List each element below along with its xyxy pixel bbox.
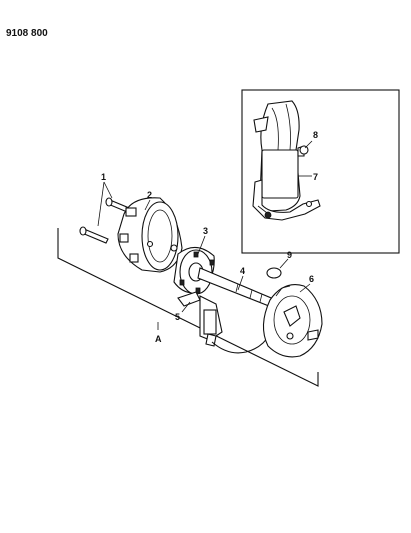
pickup-sensor [177,291,271,354]
leader-9 [279,258,289,269]
callout-1: 1 [101,172,106,182]
inset-frame [241,89,400,254]
distributor-housing-inset [252,100,321,221]
callout-A: A [155,334,162,344]
leader-1b [103,181,113,199]
leader-8 [304,140,313,149]
leader-6 [299,283,311,293]
distributor-cap [117,197,183,273]
base-plate [262,284,323,358]
leader-1a [97,181,105,227]
callout-6: 6 [309,274,314,284]
o-ring-seal [266,267,282,279]
diagram-code: 9108 800 [6,28,48,39]
callout-9: 9 [287,250,292,260]
callout-7: 7 [313,172,318,182]
assembly-bracket [57,228,319,387]
leader-3 [197,235,206,255]
rotor [173,246,215,295]
callout-2: 2 [147,190,152,200]
callout-4: 4 [240,266,245,276]
callout-5: 5 [175,312,180,322]
leader-5 [181,301,191,313]
leader-4 [237,275,244,291]
callout-3: 3 [203,226,208,236]
callout-8: 8 [313,130,318,140]
leader-2 [144,199,151,211]
